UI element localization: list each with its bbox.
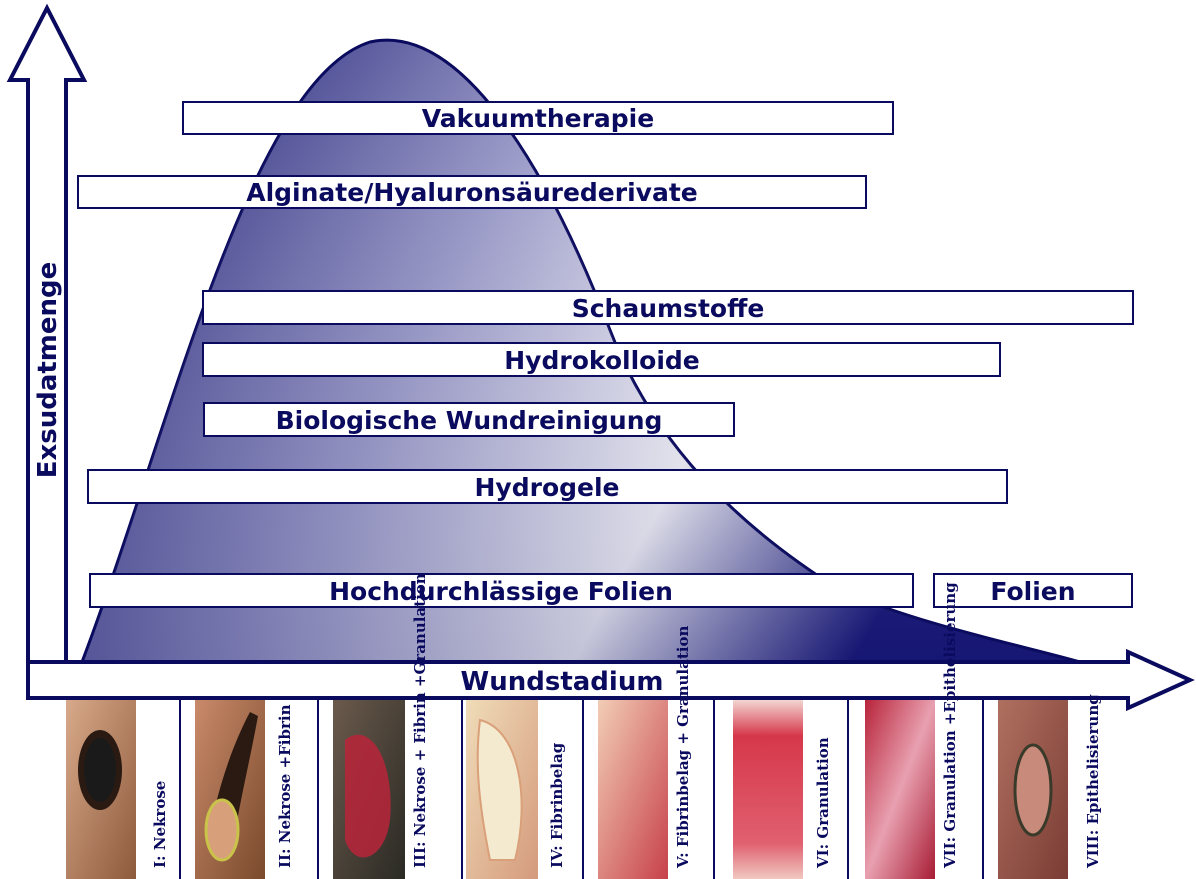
- wound-photo-stage-7: [865, 700, 935, 879]
- therapy-bar-hydrokolloide: Hydrokolloide: [203, 343, 1000, 376]
- therapy-label: Schaumstoffe: [572, 294, 765, 323]
- therapy-bar-alginate: Alginate/Hyaluronsäurederivate: [78, 176, 866, 208]
- stage-4: IV: Fibrinbelag: [466, 700, 583, 879]
- therapy-bar-schaumstoffe: Schaumstoffe: [203, 291, 1133, 324]
- stage-label: VII: Granulation +Epithelisierung: [941, 582, 959, 869]
- therapy-label: Hochdurchlässige Folien: [329, 577, 673, 606]
- therapy-label: Folien: [990, 577, 1075, 606]
- therapy-label: Alginate/Hyaluronsäurederivate: [246, 178, 698, 207]
- therapy-bar-hydrogele: Hydrogele: [88, 470, 1007, 503]
- stage-label: VIII: Epithelisierung: [1084, 694, 1102, 869]
- stage-label: IV: Fibrinbelag: [548, 742, 566, 868]
- stage-label: III: Nekrose + Fibrin +Granulation: [411, 573, 429, 868]
- therapy-bar-hochdurchlaessige-folien: Hochdurchlässige Folien: [90, 574, 913, 607]
- stage-1: I: Nekrose: [66, 700, 180, 879]
- stage-label: VI: Granulation: [814, 737, 832, 869]
- wound-photo-stage-5: [598, 700, 668, 879]
- stage-label: I: Nekrose: [151, 781, 169, 868]
- therapy-bar-vakuumtherapie: Vakuumtherapie: [183, 102, 893, 134]
- therapy-label: Hydrokolloide: [504, 346, 699, 375]
- therapy-label: Hydrogele: [475, 473, 620, 502]
- therapy-label: Biologische Wundreinigung: [276, 406, 663, 435]
- stage-label: V: Fibrinbelag + Granulation: [674, 626, 692, 869]
- therapy-bar-biologische-wundreinigung: Biologische Wundreinigung: [204, 403, 734, 436]
- x-axis-label: Wundstadium: [461, 667, 664, 697]
- wound-photo-stage-6: [733, 700, 803, 879]
- stage-8: VIII: Epithelisierung: [998, 694, 1102, 879]
- y-axis-label: Exsudatmenge: [33, 262, 63, 479]
- stage-6: VI: Granulation: [733, 700, 848, 879]
- stage-label: II: Nekrose +Fibrin: [276, 704, 294, 868]
- therapy-label: Vakuumtherapie: [422, 104, 654, 133]
- therapy-bar-folien: Folien: [934, 574, 1132, 607]
- stage-2: II: Nekrose +Fibrin: [195, 700, 318, 879]
